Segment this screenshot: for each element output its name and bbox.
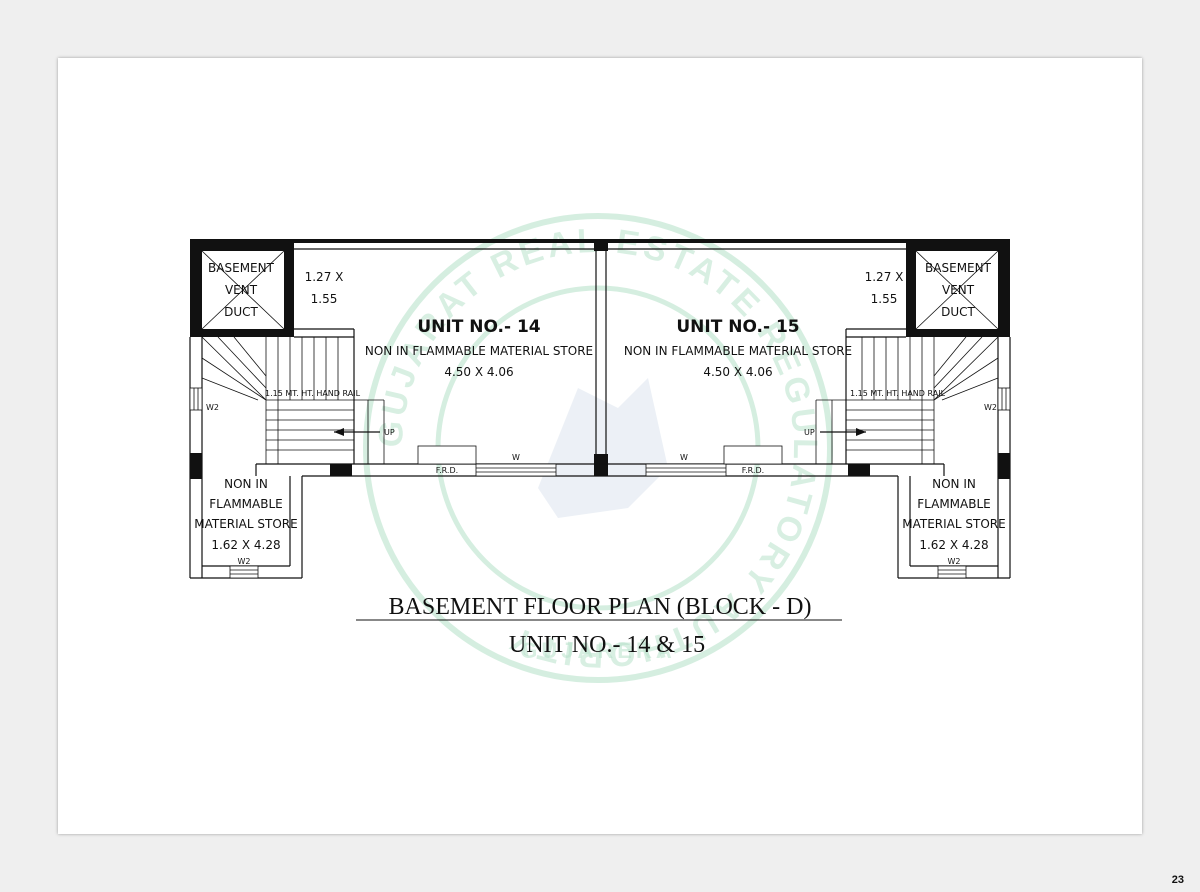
store-label-line: MATERIAL STORE <box>902 517 1005 531</box>
left-up-arrow <box>334 428 380 436</box>
left-store-label: NON IN FLAMMABLE MATERIAL STORE 1.62 X 4… <box>194 477 297 552</box>
watermark-inner-text: GUJARERA <box>520 638 675 663</box>
right-store-label: NON IN FLAMMABLE MATERIAL STORE 1.62 X 4… <box>902 477 1005 552</box>
plan-title: BASEMENT FLOOR PLAN (BLOCK - D) <box>389 594 812 620</box>
right-up-arrow <box>820 428 866 436</box>
left-small-dim-line1: 1.27 X <box>305 270 344 284</box>
frd-right-label: F.R.D. <box>742 466 764 475</box>
store-label-line: FLAMMABLE <box>209 497 283 511</box>
plan-subtitle: UNIT NO.- 14 & 15 <box>509 632 705 658</box>
duct-label-line: VENT <box>225 283 258 297</box>
floor-plan-drawing: GUJARAT REAL ESTATE REGULATORY AUTHORITY… <box>189 213 1011 683</box>
unit-14-size: 4.50 X 4.06 <box>444 365 513 379</box>
up-right-label: UP <box>804 428 815 437</box>
unit-14-title: UNIT NO.- 14 <box>417 317 540 337</box>
left-small-dim-line2: 1.55 <box>311 292 338 306</box>
hand-rail-right-label: 1.15 MT. HT. HAND RAIL <box>850 389 946 398</box>
front-openings <box>417 445 783 477</box>
drawing-sheet: GUJARAT REAL ESTATE REGULATORY AUTHORITY… <box>58 58 1142 834</box>
page-number: 23 <box>1171 874 1184 886</box>
left-duct <box>201 250 285 330</box>
right-duct-label: BASEMENT VENT DUCT <box>925 261 992 319</box>
unit-15-use: NON IN FLAMMABLE MATERIAL STORE <box>624 344 852 358</box>
right-small-dim-line2: 1.55 <box>871 292 898 306</box>
w-left-label: W <box>512 453 520 462</box>
unit-14-use: NON IN FLAMMABLE MATERIAL STORE <box>365 344 593 358</box>
w2-right-side-label: W2 <box>984 403 997 412</box>
frd-left-label: F.R.D. <box>436 466 458 475</box>
store-size: 1.62 X 4.28 <box>919 538 988 552</box>
w2-right-bottom-label: W2 <box>948 557 961 566</box>
right-duct <box>915 250 999 330</box>
duct-label-line: DUCT <box>224 305 258 319</box>
duct-label-line: BASEMENT <box>925 261 992 275</box>
left-duct-label: BASEMENT VENT DUCT <box>208 261 275 319</box>
duct-label-line: BASEMENT <box>208 261 275 275</box>
unit-15-size: 4.50 X 4.06 <box>703 365 772 379</box>
hand-rail-left-label: 1.15 MT. HT. HAND RAIL <box>265 389 361 398</box>
store-label-line: NON IN <box>224 477 268 491</box>
right-staircase <box>815 336 999 464</box>
store-label-line: FLAMMABLE <box>917 497 991 511</box>
right-small-dim-line1: 1.27 X <box>865 270 904 284</box>
w-right-label: W <box>680 453 688 462</box>
unit-15-title: UNIT NO.- 15 <box>676 317 799 337</box>
store-label-line: NON IN <box>932 477 976 491</box>
duct-label-line: DUCT <box>941 305 975 319</box>
w2-left-bottom-label: W2 <box>238 557 251 566</box>
up-left-label: UP <box>384 428 395 437</box>
duct-label-line: VENT <box>942 283 975 297</box>
w2-left-side-label: W2 <box>206 403 219 412</box>
store-size: 1.62 X 4.28 <box>211 538 280 552</box>
left-staircase <box>201 336 385 464</box>
store-label-line: MATERIAL STORE <box>194 517 297 531</box>
